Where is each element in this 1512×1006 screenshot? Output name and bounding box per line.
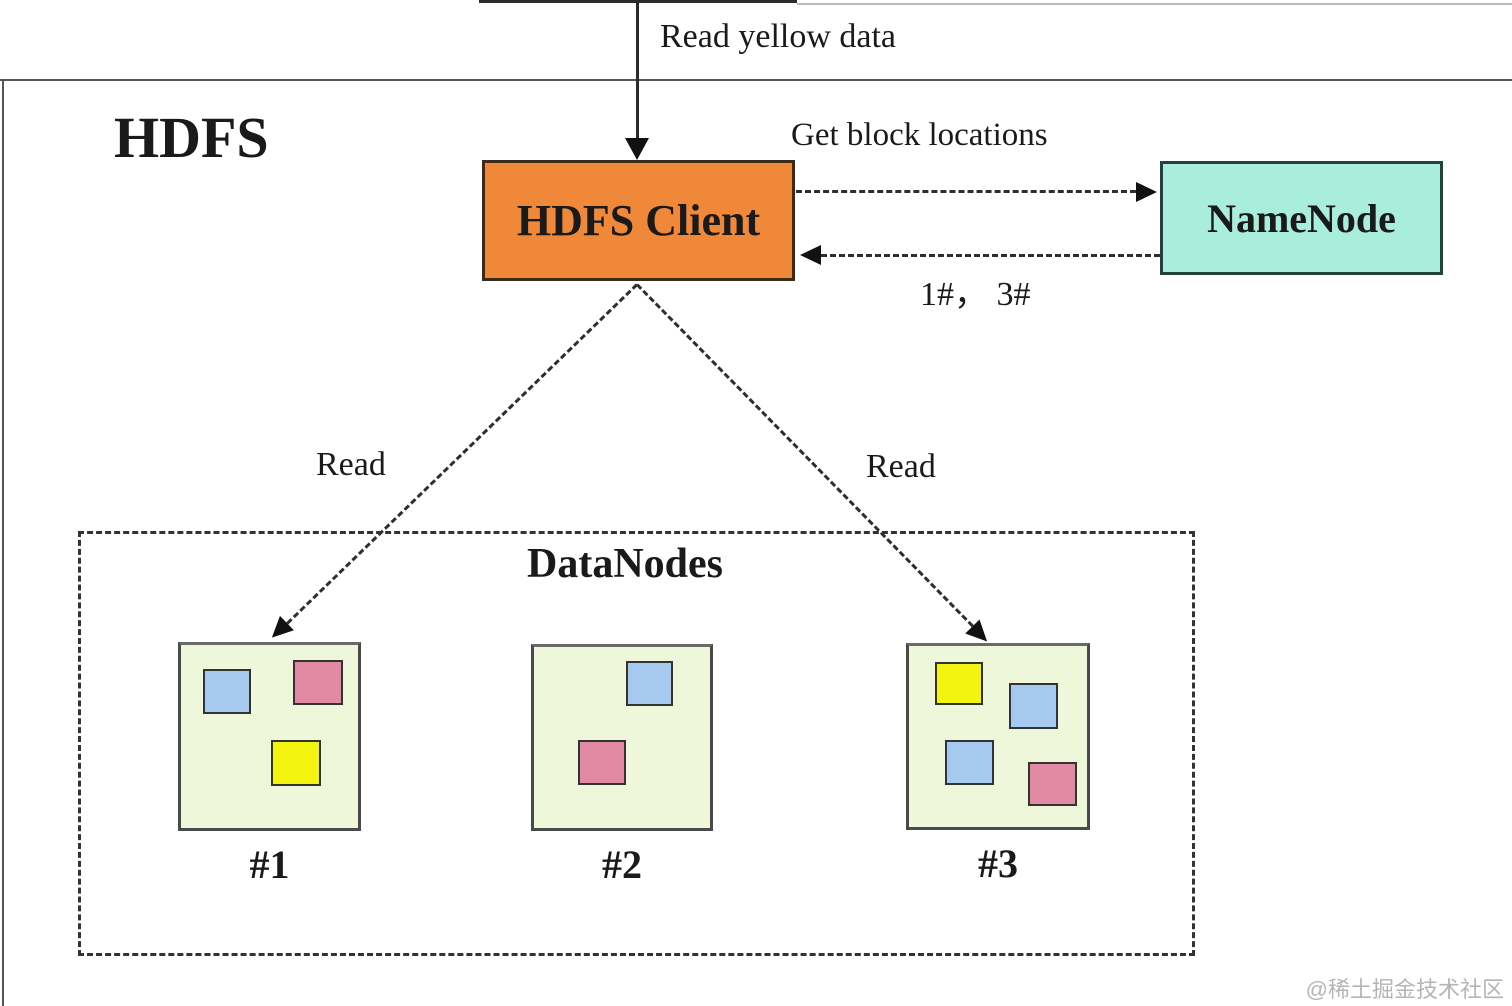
blue-data-block (1009, 683, 1058, 729)
datanode-2-label: #2 (602, 842, 642, 887)
outer-frame-left-border (2, 79, 4, 1006)
datanode-2-box (531, 644, 713, 831)
read-label-right: Read (866, 448, 936, 485)
outer-frame-top-border (0, 79, 1512, 81)
datanode-3-label: #3 (978, 841, 1018, 886)
datanode-3-box (906, 643, 1090, 830)
watermark: @稀土掘金技术社区 (1305, 977, 1504, 1002)
pink-data-block (1028, 762, 1077, 806)
get-block-locations-arrow (796, 182, 1157, 202)
top-cropped-box-edge (479, 0, 797, 3)
block-reply-label: 1#， 3# (920, 276, 1031, 313)
datanode-1-label: #1 (249, 842, 290, 887)
datanode-1: #1 (178, 642, 361, 888)
datanode-3: #3 (906, 643, 1090, 887)
block-locations-reply-arrow (800, 245, 1160, 265)
yellow-data-block (935, 662, 983, 705)
hdfs-client-label: HDFS Client (516, 196, 761, 245)
arrowhead-right-icon (1136, 182, 1157, 202)
namenode-box: NameNode (1160, 161, 1443, 275)
datanodes-title: DataNodes (527, 541, 723, 587)
hdfs-client-box: HDFS Client (482, 160, 795, 281)
yellow-data-block (271, 740, 321, 786)
top-faint-line (797, 3, 1512, 5)
blue-data-block (203, 669, 251, 714)
blue-data-block (626, 661, 673, 706)
datanode-2: #2 (531, 644, 713, 888)
read-request-arrow-stem (636, 2, 639, 140)
datanodes-container (78, 531, 1195, 956)
read-yellow-data-label: Read yellow data (660, 18, 897, 55)
arrowhead-down-icon (625, 138, 649, 160)
datanode-1-box (178, 642, 361, 831)
pink-data-block (293, 660, 343, 705)
arrowhead-left-icon (800, 245, 821, 265)
hdfs-frame-title: HDFS (114, 105, 269, 170)
namenode-label: NameNode (1207, 195, 1396, 241)
pink-data-block (578, 740, 626, 785)
blue-data-block (945, 740, 994, 785)
read-label-left: Read (316, 446, 386, 483)
get-block-locations-label: Get block locations (791, 117, 1048, 153)
